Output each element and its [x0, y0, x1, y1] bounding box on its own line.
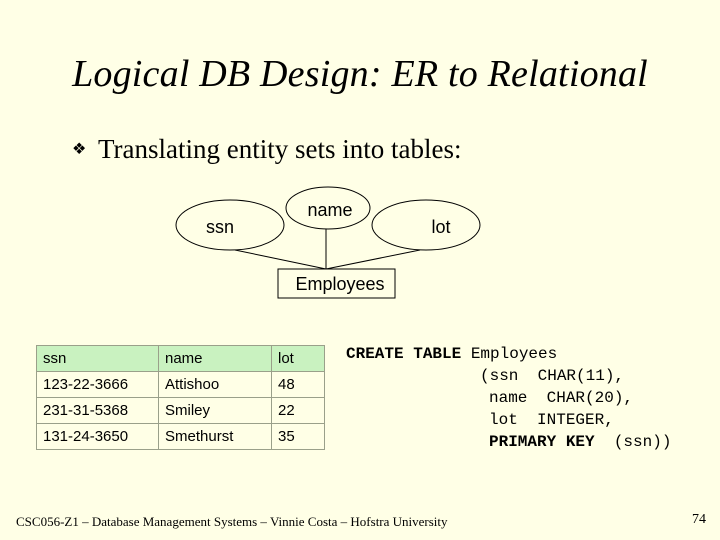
table-row: 231-31-5368 Smiley 22 — [36, 397, 325, 424]
employees-table: ssn name lot 123-22-3666 Attishoo 48 231… — [36, 345, 325, 450]
page-number: 74 — [692, 512, 706, 527]
table-cell: Attishoo — [158, 371, 272, 398]
sql-line-name: name CHAR(20), — [489, 389, 634, 407]
bullet-item: ❖ Translating entity sets into tables: — [72, 134, 462, 165]
sql-line-primary-key: (ssn)) — [594, 433, 672, 451]
ssn-connector — [234, 249, 327, 270]
sql-keyword-primary-key: PRIMARY KEY — [489, 433, 595, 451]
sql-line-ssn: (ssn CHAR(11), — [480, 367, 625, 385]
sql-create-statement: CREATE TABLE Employees (ssn CHAR(11), na… — [346, 343, 671, 453]
sql-table-name: Employees — [461, 345, 558, 363]
entity-box-employees — [277, 268, 396, 299]
table-cell: 131-24-3650 — [36, 423, 159, 450]
slide-footer: CSC056-Z1 – Database Management Systems … — [16, 514, 448, 529]
attribute-label-ssn: ssn — [206, 217, 234, 237]
column-header-ssn: ssn — [36, 345, 159, 372]
table-cell: 22 — [271, 397, 325, 424]
lot-connector — [325, 249, 421, 270]
attribute-oval-ssn — [175, 199, 285, 251]
table-header-row: ssn name lot — [36, 345, 325, 372]
table-cell: 123-22-3666 — [36, 371, 159, 398]
attribute-oval-lot — [371, 199, 481, 251]
sql-line-lot: lot INTEGER, — [489, 411, 614, 429]
diamond-bullet-icon: ❖ — [72, 140, 87, 158]
column-header-name: name — [158, 345, 272, 372]
slide-title: Logical DB Design: ER to Relational — [72, 53, 648, 95]
table-row: 131-24-3650 Smethurst 35 — [36, 423, 325, 450]
entity-label-employees: Employees — [295, 274, 384, 294]
table-cell: 35 — [271, 423, 325, 450]
attribute-oval-name — [285, 186, 371, 230]
attribute-label-name: name — [307, 200, 352, 220]
table-cell: Smiley — [158, 397, 272, 424]
column-header-lot: lot — [271, 345, 325, 372]
table-row: 123-22-3666 Attishoo 48 — [36, 371, 325, 398]
sql-keyword-create-table: CREATE TABLE — [346, 345, 462, 363]
table-cell: Smethurst — [158, 423, 272, 450]
table-cell: 48 — [271, 371, 325, 398]
table-cell: 231-31-5368 — [36, 397, 159, 424]
attribute-label-lot: lot — [431, 217, 450, 237]
bullet-text: Translating entity sets into tables: — [98, 134, 462, 164]
